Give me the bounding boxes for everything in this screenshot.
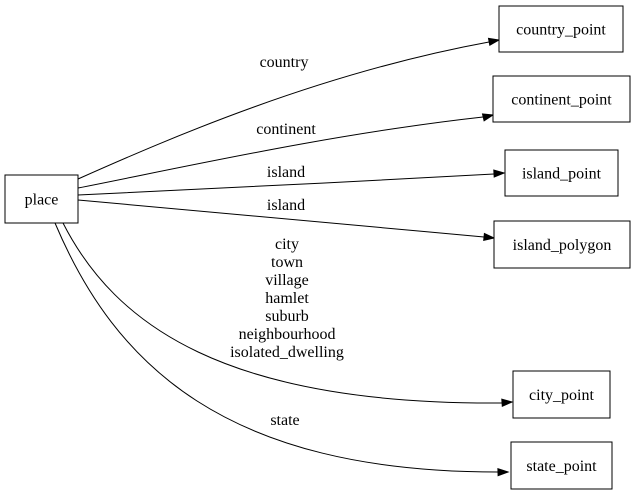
node-continent_point: continent_point [492,75,631,123]
node-label: island_polygon [513,237,612,254]
arrowhead-icon [501,398,514,407]
edge-line [77,199,485,238]
edge-line [77,116,484,189]
edge-label: neighbourhood [239,326,336,343]
node-label: country_point [516,22,606,39]
arrowhead-icon [483,232,496,242]
edge-place-to-island_point: island [77,164,506,196]
edge-place-to-continent_point: continent [77,113,495,189]
node-box [498,5,624,53]
edge-label: state [270,412,299,429]
node-label: city_point [529,387,594,404]
edge-label: hamlet [265,290,309,307]
node-box [493,220,631,269]
node-box [510,441,613,490]
edge-line [62,222,503,404]
node-island_point: island_point [504,149,619,197]
node-label: island_point [522,166,602,183]
edge-label: village [265,272,309,289]
arrowhead-icon [487,37,501,46]
node-box [492,75,631,123]
node-label: state_point [526,458,597,475]
node-box [504,149,619,197]
edge-label: town [271,254,303,271]
edge-label: country [260,54,309,71]
arrowhead-icon [493,169,506,178]
node-state_point: state_point [510,441,613,490]
node-place: place [4,174,79,224]
edge-label: island [267,197,305,214]
edge-line [54,222,499,473]
edge-label: isolated_dwelling [230,344,344,361]
edge-label: island [267,164,305,181]
node-label: continent_point [511,92,612,109]
edge-place-to-island_polygon: island [77,197,496,242]
node-country_point: country_point [498,5,624,53]
edge-place-to-city_point: citytownvillagehamletsuburbneighbourhood… [62,222,514,407]
node-box [4,174,79,224]
edge-line [77,173,495,196]
edge-label: suburb [265,308,309,325]
edge-place-to-state_point: state [54,222,510,477]
arrowhead-icon [497,468,510,477]
node-label: place [25,192,59,209]
arrowhead-icon [481,113,495,122]
node-box [512,370,611,419]
node-island_polygon: island_polygon [493,220,631,269]
edge-label: continent [256,121,316,138]
edge-label: city [275,236,299,253]
edge-place-to-country_point: country [77,37,501,180]
node-city_point: city_point [512,370,611,419]
edge-line [77,41,490,180]
